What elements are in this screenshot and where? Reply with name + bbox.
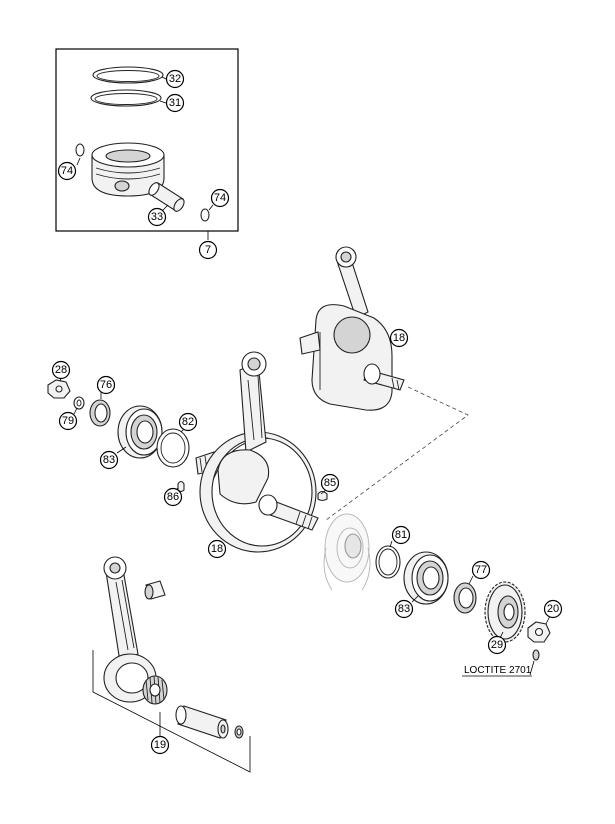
callout-83-right: 83 — [394, 599, 414, 619]
callout-18-top: 18 — [389, 328, 409, 348]
svg-text:28: 28 — [55, 364, 67, 376]
svg-text:33: 33 — [151, 211, 163, 223]
svg-text:19: 19 — [154, 739, 166, 751]
crankshaft-view-secondary — [299, 246, 405, 411]
loctite-leader — [529, 660, 535, 676]
right-side-parts — [375, 540, 551, 677]
shaft-seal-right — [453, 582, 477, 614]
con-rod-kit-bracket — [92, 650, 251, 773]
callout-29: 29 — [487, 635, 507, 655]
shaft-seal-left — [89, 399, 111, 427]
ball-bearing-left — [117, 405, 163, 459]
svg-text:20: 20 — [547, 603, 559, 615]
svg-text:18: 18 — [211, 543, 223, 555]
crankshaft-main — [195, 351, 319, 553]
callout-83-left: 83 — [99, 450, 119, 470]
piston-ring-lower — [90, 89, 162, 107]
svg-text:77: 77 — [475, 564, 487, 576]
woodruff-key-right — [317, 490, 328, 502]
callout-18-main: 18 — [207, 539, 227, 559]
piston — [91, 142, 165, 197]
svg-text:79: 79 — [62, 415, 74, 427]
callout-74-left: 74 — [57, 161, 77, 181]
callout-79: 79 — [58, 411, 78, 431]
callout-19: 19 — [150, 735, 170, 755]
svg-text:7: 7 — [205, 244, 211, 256]
drive-gear-ghost — [323, 513, 371, 591]
svg-text:29: 29 — [491, 639, 503, 651]
svg-text:85: 85 — [324, 477, 336, 489]
shim-ring-left — [156, 428, 190, 468]
construction-line-upper — [325, 386, 469, 521]
callout-82: 82 — [178, 412, 198, 432]
woodruff-key-left — [177, 480, 185, 493]
circlip-left — [75, 143, 85, 157]
svg-text:83: 83 — [398, 603, 410, 615]
callout-28: 28 — [51, 360, 71, 380]
piston-ring-upper — [92, 66, 164, 84]
svg-text:81: 81 — [395, 529, 407, 541]
callout-81: 81 — [391, 525, 411, 545]
loctite-note: LOCTITE 2701 — [464, 665, 532, 676]
washer-left — [73, 396, 85, 410]
callout-32: 32 — [165, 69, 185, 89]
thrust-washer — [234, 725, 244, 739]
ball-bearing-right — [403, 551, 449, 605]
primary-gear — [484, 581, 526, 643]
callout-76: 76 — [96, 375, 116, 395]
callout-77: 77 — [471, 560, 491, 580]
connecting-rod-kit — [92, 556, 251, 773]
callout-7: 7 — [198, 240, 218, 260]
svg-text:86: 86 — [167, 491, 179, 503]
svg-text:76: 76 — [100, 379, 112, 391]
callout-74-right: 74 — [210, 188, 230, 208]
piston-pin — [148, 182, 185, 212]
svg-text:74: 74 — [214, 192, 226, 204]
piston-kit-frame — [55, 48, 239, 232]
small-end-bush — [144, 580, 166, 600]
piston-kit-group — [55, 48, 239, 240]
callout-33: 33 — [147, 207, 167, 227]
loctite-marker — [532, 649, 540, 661]
callout-20: 20 — [543, 599, 563, 619]
crank-pin — [175, 705, 229, 739]
callout-86: 86 — [163, 487, 183, 507]
svg-text:83: 83 — [103, 454, 115, 466]
svg-text:82: 82 — [182, 416, 194, 428]
left-side-parts — [47, 374, 190, 493]
svg-text:18: 18 — [393, 332, 405, 344]
callout-31: 31 — [165, 93, 185, 113]
svg-text:31: 31 — [169, 97, 181, 109]
circlip-right — [200, 208, 210, 222]
svg-text:74: 74 — [61, 165, 73, 177]
callout-85: 85 — [320, 473, 340, 493]
shim-ring-right — [375, 545, 401, 579]
needle-bearing — [142, 675, 168, 705]
svg-text:32: 32 — [169, 73, 181, 85]
